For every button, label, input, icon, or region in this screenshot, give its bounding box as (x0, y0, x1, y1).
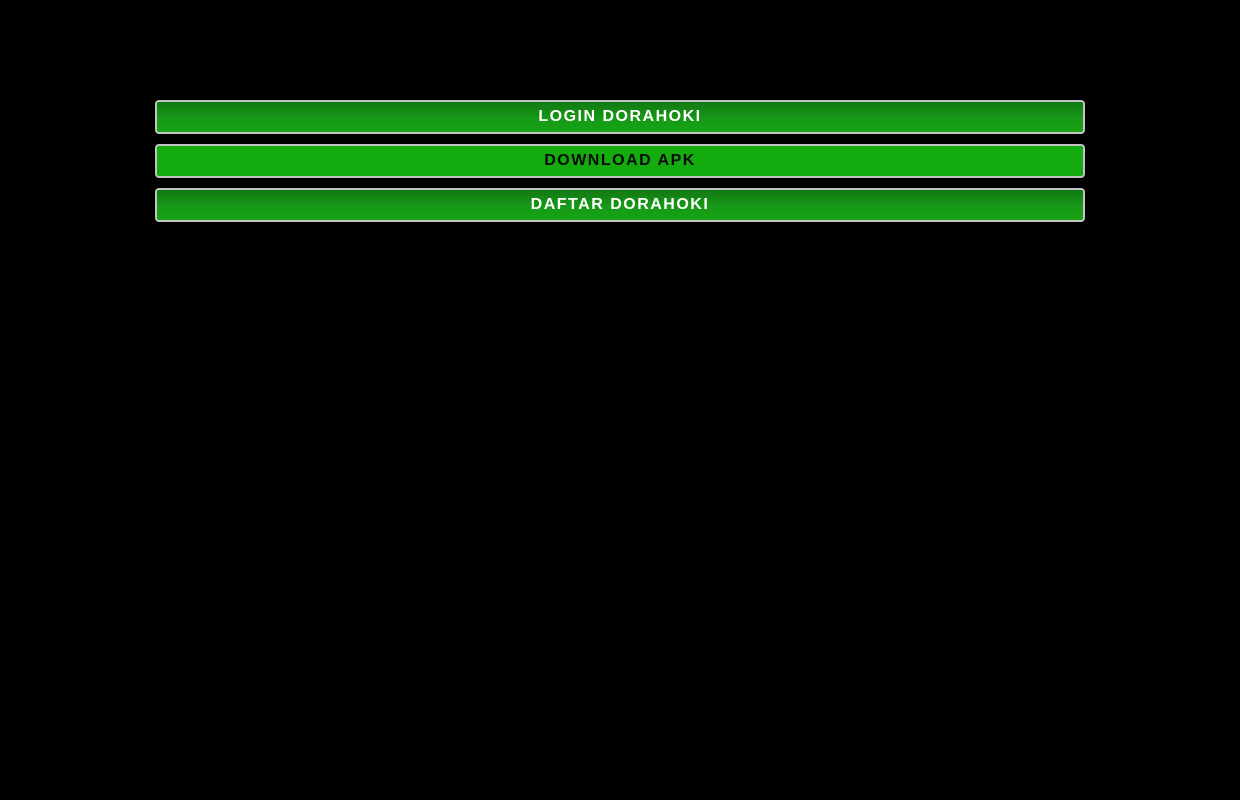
register-button[interactable]: DAFTAR DORAHOKI (155, 188, 1085, 222)
login-button[interactable]: LOGIN DORAHOKI (155, 100, 1085, 134)
download-apk-button[interactable]: DOWNLOAD APK (155, 144, 1085, 178)
button-stack: LOGIN DORAHOKI DOWNLOAD APK DAFTAR DORAH… (155, 100, 1085, 232)
